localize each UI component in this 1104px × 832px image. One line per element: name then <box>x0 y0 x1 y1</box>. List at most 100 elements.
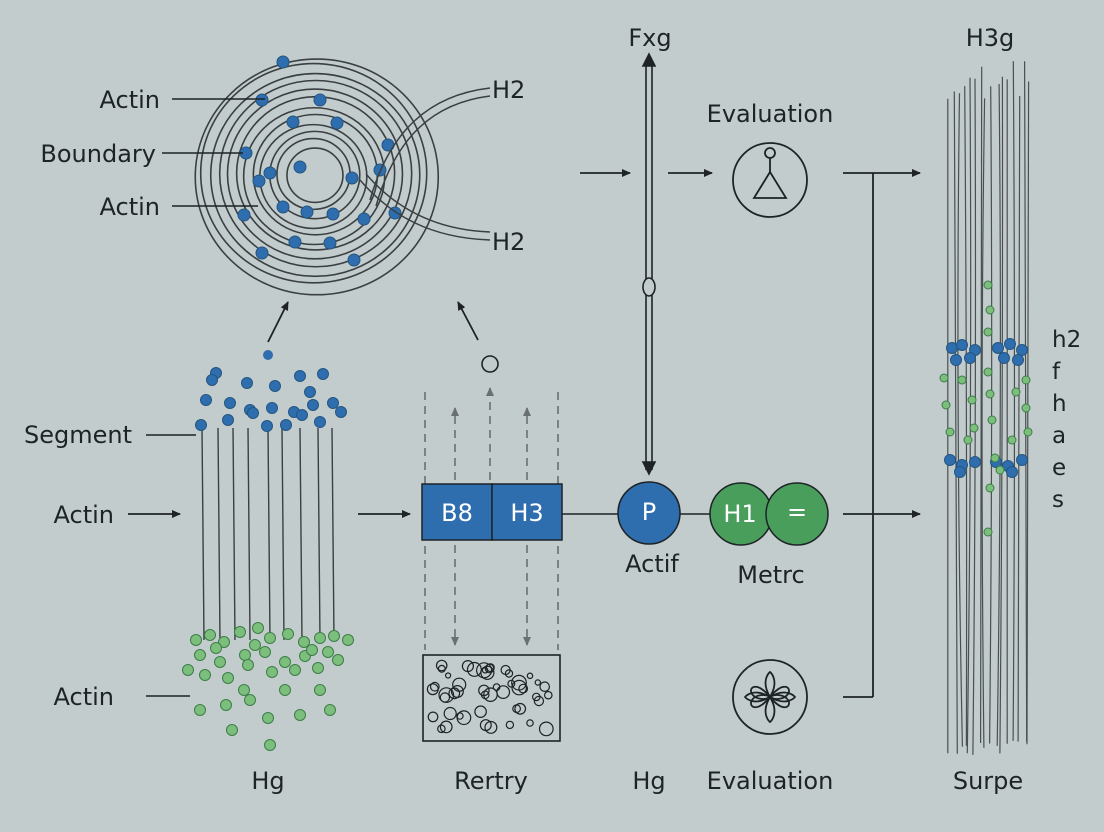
fiber-blue-dot <box>1016 344 1028 356</box>
blue-block <box>421 483 563 541</box>
coil-leader-lines <box>162 98 265 207</box>
label-hg-mid: Hg <box>632 767 666 795</box>
side-letter: h <box>1052 391 1067 417</box>
bubble <box>426 683 439 696</box>
coil-ring <box>209 72 421 278</box>
bubble <box>437 724 446 734</box>
segment-green-dot <box>220 699 232 711</box>
fiber-green-dot <box>963 435 973 445</box>
bubble <box>466 661 482 677</box>
coil-ring <box>242 106 386 246</box>
coil-dot <box>237 208 251 222</box>
fiber-line <box>1026 81 1030 745</box>
fiber-blue-dot <box>992 342 1004 354</box>
bubble <box>429 681 440 692</box>
segment-blue-dot <box>317 368 329 380</box>
side-letter: e <box>1052 455 1067 481</box>
fiber-line <box>996 83 1001 746</box>
fiber-line <box>1024 61 1028 742</box>
segment-green-dot <box>314 632 326 644</box>
bubble-box <box>422 654 561 742</box>
bubble <box>507 679 516 688</box>
triangle-pin-icon <box>732 142 808 218</box>
segment-green-dot <box>279 656 291 668</box>
segment-blue-dot <box>247 407 259 419</box>
coil-dot <box>326 207 340 221</box>
fiber-green-dot <box>983 280 993 290</box>
segment-green-dot <box>214 656 226 668</box>
fiber-blue-dot <box>950 354 962 366</box>
bubble <box>427 711 439 723</box>
label-actin-arrow: Actin <box>53 501 114 529</box>
label-h3g: H3g <box>965 24 1015 52</box>
segment-blue-dot <box>294 370 306 382</box>
segment-green-dot <box>328 630 340 642</box>
node-p-label: P <box>641 498 657 526</box>
segment-green-dot <box>314 684 326 696</box>
label-fxg: Fxg <box>628 24 672 52</box>
fiber-green-dot <box>941 400 951 410</box>
right-bracket <box>843 169 921 698</box>
segment-green-dot <box>294 709 306 721</box>
fiber-green-dot <box>1021 403 1031 413</box>
segment-green-dot <box>204 629 216 641</box>
bubble <box>439 720 453 734</box>
fiber-line <box>972 78 977 755</box>
coil-dot <box>286 115 300 129</box>
bubble <box>512 704 521 714</box>
segment-blue-dot <box>200 394 212 406</box>
coil-ring <box>226 88 404 260</box>
fiber-line <box>953 91 958 754</box>
segment-green-dot <box>244 694 256 706</box>
actin-coil <box>194 58 440 296</box>
label-actin-bottom: Actin <box>53 683 114 711</box>
segment-green-dot <box>298 636 310 648</box>
fiber-green-dot <box>1007 435 1017 445</box>
node-eq-label: = <box>786 498 808 526</box>
fiber-green-dot <box>939 373 949 383</box>
fiber-line <box>964 86 968 746</box>
arrow-up-left <box>267 301 289 343</box>
bubble <box>483 687 498 702</box>
bubble <box>533 695 545 707</box>
block-right-label: H3 <box>510 499 544 527</box>
segment-green-dot <box>194 704 206 716</box>
side-letter: a <box>1052 423 1067 449</box>
coil-dot <box>347 253 361 267</box>
segment-green-dot <box>218 636 230 648</box>
bubble <box>484 720 498 734</box>
fiber-green-dot <box>983 527 993 537</box>
fiber-blue-dot <box>1004 338 1016 350</box>
fiber-green-dot <box>1011 387 1021 397</box>
fiber-blue-dot <box>1012 354 1024 366</box>
coil-ring <box>199 62 428 284</box>
segment-green-dot <box>210 642 222 654</box>
segment-green-dot <box>259 646 271 658</box>
bubble <box>538 721 554 737</box>
segment-green-dot <box>264 632 276 644</box>
fxg-axis <box>641 52 657 476</box>
segment-green-dot <box>199 669 211 681</box>
bubble <box>450 684 464 698</box>
fiber-green-dot <box>945 427 955 437</box>
bubble <box>500 664 511 676</box>
segment-green-dot <box>234 626 246 638</box>
bubble <box>539 681 550 692</box>
fiber-green-dot <box>985 389 995 399</box>
coil-dot <box>276 55 290 69</box>
label-actin-mid: Actin <box>99 193 160 221</box>
segment-green-dot <box>226 724 238 736</box>
fiber-blue-dot <box>956 339 968 351</box>
segment-green-dot <box>322 646 334 658</box>
fiber-line <box>999 76 1004 754</box>
segment-green-dot <box>289 664 301 676</box>
label-boundary: Boundary <box>40 140 156 168</box>
fiber-green-dot <box>983 327 993 337</box>
filament-line <box>267 427 271 641</box>
segment-green-dot <box>238 684 250 696</box>
bubble <box>443 706 457 721</box>
coil-dot <box>313 93 327 107</box>
coil-ring <box>276 137 351 211</box>
bubble <box>476 662 493 679</box>
fiber-green-dot <box>983 367 993 377</box>
